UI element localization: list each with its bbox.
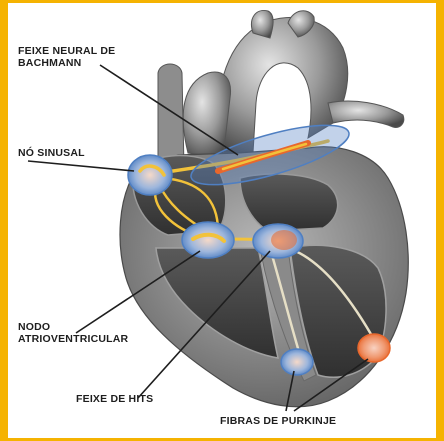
superior-vena-cava xyxy=(158,64,184,168)
label-bachmann-line1: FEIXE NEURAL DE xyxy=(18,45,115,57)
av-node xyxy=(182,222,234,258)
label-av-node: NODO ATRIOVENTRICULAR xyxy=(18,321,128,345)
aortic-branch-1 xyxy=(251,10,273,38)
label-av-node-line2: ATRIOVENTRICULAR xyxy=(18,333,128,345)
label-bachmann-line2: BACHMANN xyxy=(18,57,115,69)
his-bundle-node-core xyxy=(271,230,297,250)
label-av-node-line1: NODO xyxy=(18,321,128,333)
right-pulmonary-vessel xyxy=(328,101,404,127)
purkinje-node-left xyxy=(281,349,313,375)
label-purkinje-fibers: FIBRAS DE PURKINJE xyxy=(220,415,336,427)
label-bachmann-bundle: FEIXE NEURAL DE BACHMANN xyxy=(18,45,115,69)
label-sinus-node: NÓ SINUSAL xyxy=(18,147,85,159)
purkinje-node-right xyxy=(358,334,390,362)
label-his-bundle: FEIXE DE HITS xyxy=(76,393,153,405)
leader-sinusal xyxy=(28,161,134,171)
